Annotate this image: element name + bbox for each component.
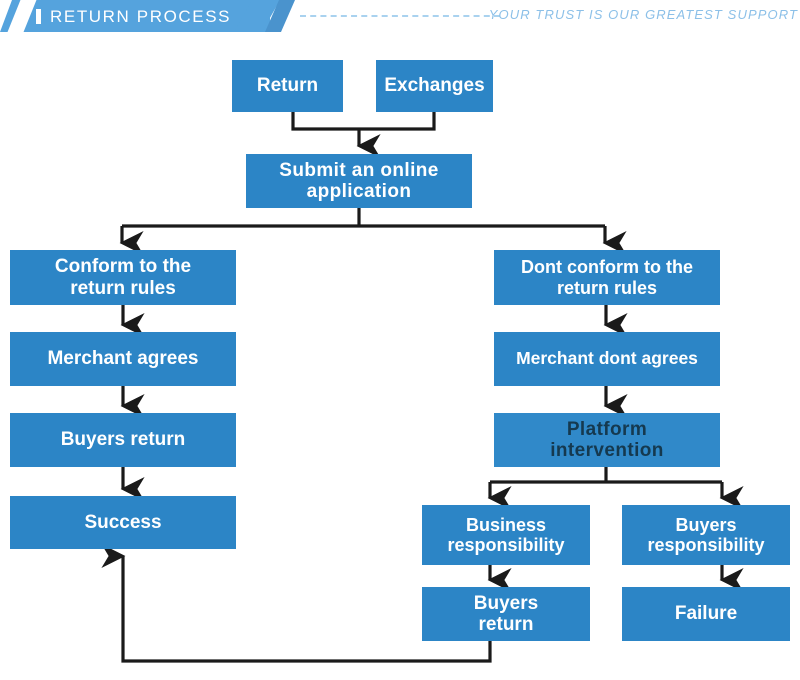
node-merchant-agrees[interactable]: Merchant agrees [10, 332, 236, 386]
page-title: RETURN PROCESS [50, 7, 232, 26]
node-success[interactable]: Success [10, 496, 236, 549]
page-header: RETURN PROCESS YOUR TRUST IS OUR GREATES… [0, 0, 800, 36]
node-merchant-dont-agrees[interactable]: Merchant dont agrees [494, 332, 720, 386]
vertical-bar-icon [36, 9, 41, 24]
header-tagline: YOUR TRUST IS OUR GREATEST SUPPORT [488, 7, 798, 22]
node-buyers-return-right[interactable]: Buyers return [422, 587, 590, 641]
header-banner [0, 0, 270, 32]
node-return[interactable]: Return [232, 60, 343, 112]
edge-return-exchanges-merge [291, 112, 436, 131]
node-conform-to-return-rules[interactable]: Conform to the return rules [10, 250, 236, 305]
edge-feedback-to-success [101, 544, 492, 663]
node-exchanges[interactable]: Exchanges [376, 60, 493, 112]
header-dashed-divider [300, 15, 500, 17]
node-buyers-return-left[interactable]: Buyers return [10, 413, 236, 467]
node-buyers-responsibility[interactable]: Buyers responsibility [622, 505, 790, 565]
node-submit-application[interactable]: Submit an online application [246, 154, 472, 208]
node-failure[interactable]: Failure [622, 587, 790, 641]
node-platform-intervention[interactable]: Platform intervention [494, 413, 720, 467]
node-dont-conform-to-return-rules[interactable]: Dont conform to the return rules [494, 250, 720, 305]
node-business-responsibility[interactable]: Business responsibility [422, 505, 590, 565]
